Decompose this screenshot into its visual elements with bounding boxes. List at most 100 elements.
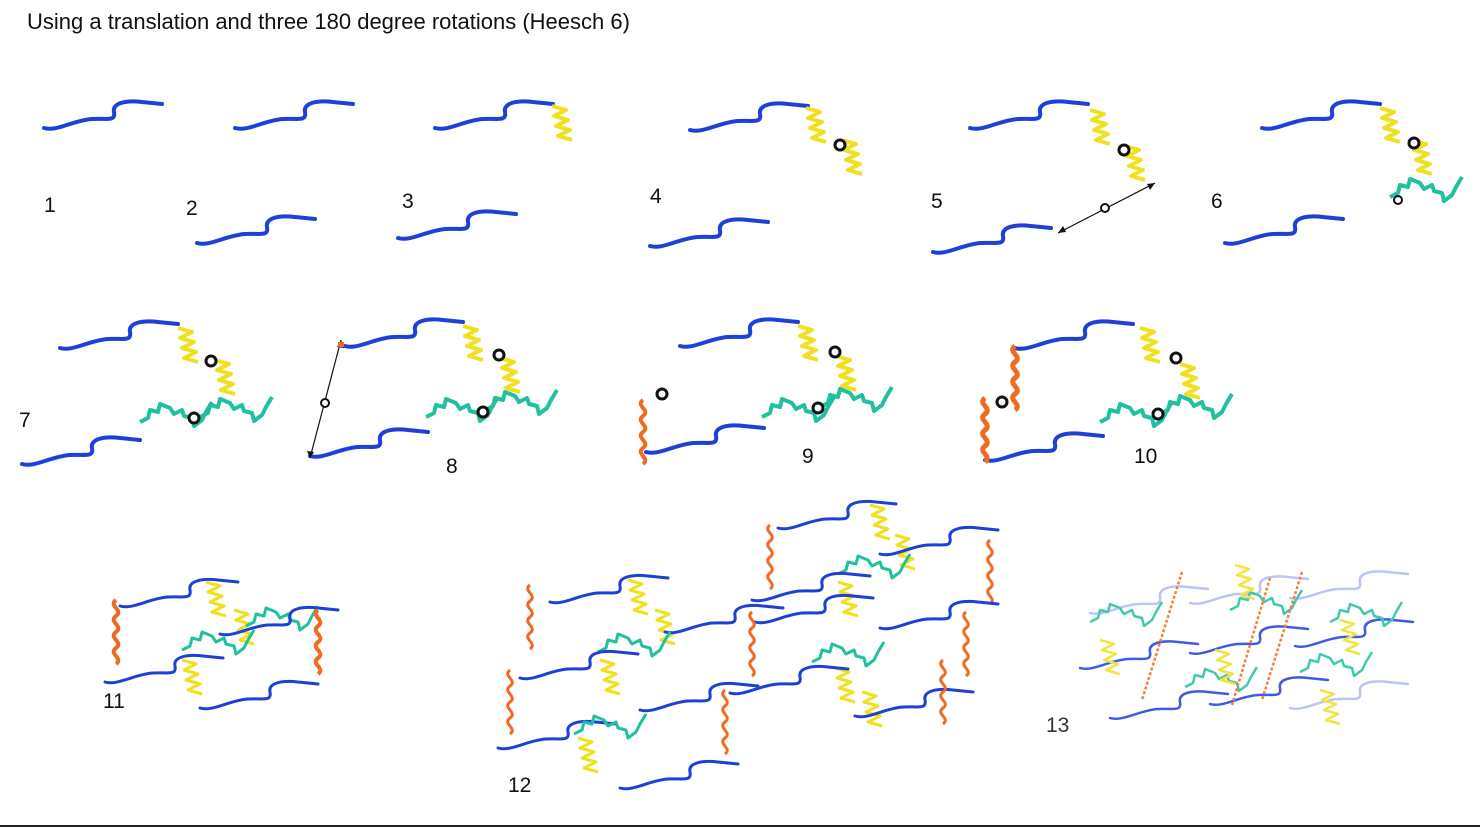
blue-edge [878,599,1000,631]
step-label: 8 [446,455,458,478]
step-label: 3 [402,190,414,213]
yellow-edge [576,736,600,774]
step-13: 13 [1046,563,1415,737]
blue-edge [1188,625,1310,656]
arrow-head-icon [1147,183,1155,190]
step-7: 7 [19,319,274,467]
orange-edge [721,688,729,756]
step-label: 7 [19,409,31,432]
blue-edge [678,317,800,349]
orange-edge [526,583,534,651]
step-1: 1 [42,99,164,217]
step-3: 3 [396,99,574,241]
orange-edge [638,398,648,466]
blue-edge [618,759,740,791]
rotation-center-marker [1169,351,1183,365]
orange-edge [986,538,994,606]
yellow-edge [836,580,860,618]
blue-edge-translated [931,223,1053,255]
rotation-center-marker [1407,136,1421,150]
step-label: 9 [802,445,814,468]
step-8: 8 [307,317,559,478]
orange-edge [939,658,947,726]
rotation-center-marker [811,401,825,415]
rotation-center-marker [187,411,201,425]
blue-edge [1288,570,1410,601]
blue-edge [42,99,164,131]
blue-edge-translated [644,423,766,455]
orange-edge [111,598,121,666]
blue-edge [663,603,785,635]
yellow-edge-rotated [213,358,237,396]
step-5: 5 [931,99,1156,255]
rotation-center-marker [1117,143,1131,157]
orange-edge-rotated [983,398,988,462]
orange-edge [1260,571,1304,701]
orange-edge-stub [338,342,344,347]
rotation-center-marker [1151,407,1165,421]
yellow-edge [204,580,228,618]
yellow-edge [868,503,892,541]
orange-edge [506,668,514,736]
step-12: 12 [496,499,1000,797]
orange-edge [1013,346,1018,410]
orange-edge [1140,571,1184,701]
blue-edge [968,99,1090,131]
yellow-edge [180,658,204,696]
orange-edge [962,610,970,678]
arrow-head-icon [307,451,314,458]
blue-edge-translated [195,214,317,246]
blue-edge-translated [648,217,770,249]
teal-edge [138,400,214,428]
orange-edge [766,523,774,591]
step-4: 4 [648,101,864,249]
blue-edge [688,101,810,133]
teal-edge-rotated [483,388,559,416]
step-label: 13 [1046,714,1069,737]
yellow-edge [626,578,650,616]
blue-edge [58,319,180,351]
yellow-edge-rotated [1178,362,1202,400]
arrow-head-icon [1058,226,1066,233]
blue-edge [1078,640,1200,671]
step-2: 2 [186,99,355,246]
step-9: 9 [638,317,894,468]
yellow-edge [550,104,574,142]
yellow-edge [1138,326,1162,364]
teal-edge [1298,650,1374,678]
rotation-center-marker [1393,195,1403,205]
yellow-edge [461,324,485,362]
yellow-edge [598,658,622,696]
blue-edge [496,719,618,751]
rotation-center-marker [476,405,490,419]
blue-edge-translated [20,435,142,467]
teal-edge-rotated [198,395,274,423]
step-label: 12 [508,774,531,797]
orange-edge [1230,577,1272,706]
yellow-edge [176,326,200,364]
step-label: 1 [44,194,56,217]
blue-edge [1288,680,1410,711]
step-11: 11 [103,577,340,713]
blue-edge [878,525,1000,557]
rotation-center-marker [492,348,506,362]
step-label: 2 [186,197,198,220]
yellow-edge [1318,688,1342,726]
rotation-center-marker [320,398,330,408]
teal-edge [1328,600,1404,628]
page-title: Using a translation and three 180 degree… [27,9,630,34]
blue-edge-translated [1223,214,1345,246]
blue-edge [433,99,555,131]
yellow-edge [804,106,828,144]
blue-edge [233,99,355,131]
orange-edge [748,610,756,678]
yellow-edge [860,690,884,728]
yellow-edge [1378,106,1402,144]
rotation-center-marker [995,395,1009,409]
step-label: 4 [650,185,662,208]
teal-edge-rotated [818,385,894,413]
yellow-edge [796,324,820,362]
yellow-edge [1088,108,1112,146]
step-label: 10 [1134,445,1157,468]
